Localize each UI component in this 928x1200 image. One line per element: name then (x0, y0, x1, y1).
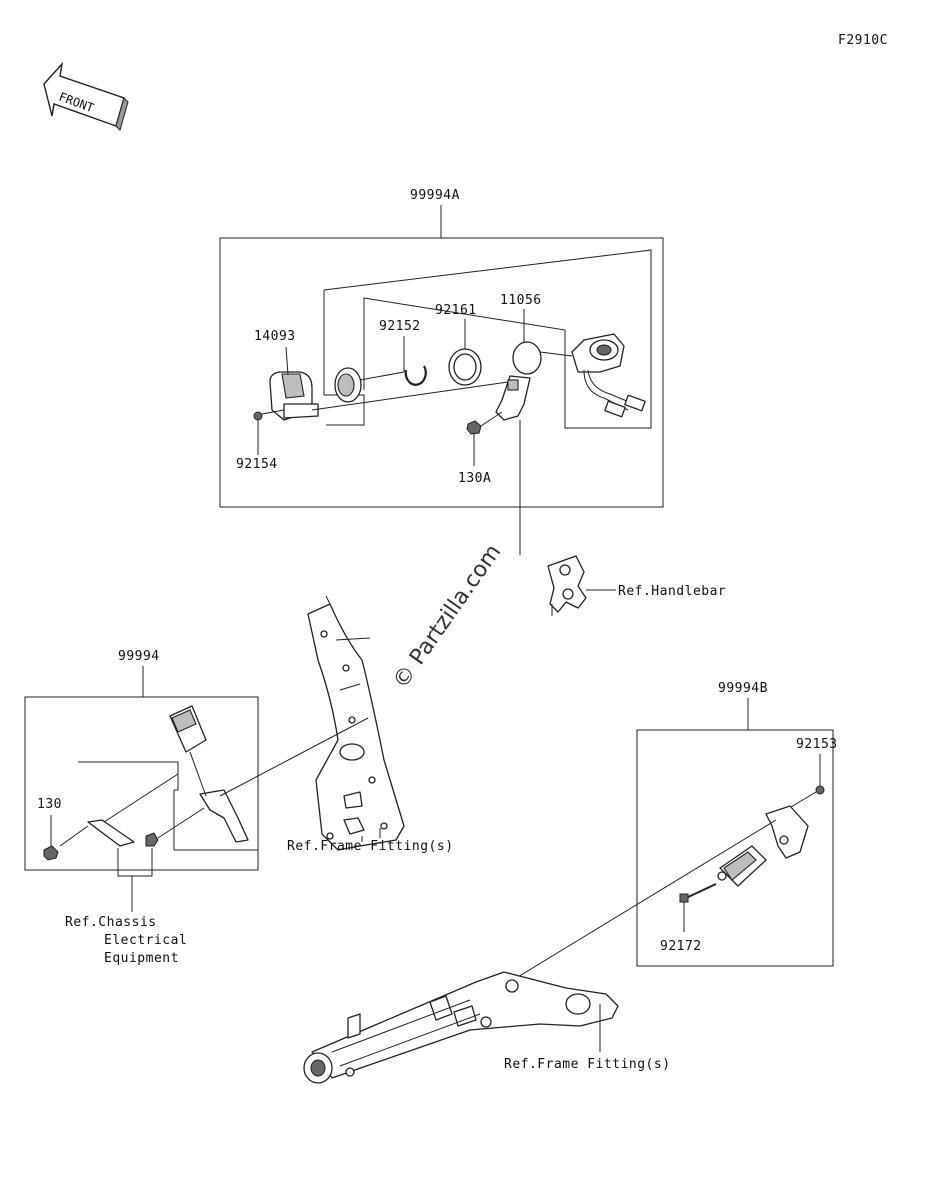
assembly-a-frame (219, 237, 664, 508)
connector-to-plate-leader (219, 717, 369, 797)
ref-chassis-line2: Electrical (104, 933, 187, 948)
socket-bracket-part (495, 341, 542, 421)
assembly-main-frame (24, 696, 259, 871)
screw-92153-part (785, 785, 825, 811)
handlebar-clamp-part (547, 555, 587, 616)
ref-frame-fitting-1-label: Ref.Frame Fitting(s) (287, 839, 454, 854)
ref-chassis-line1: Ref.Chassis (65, 915, 157, 930)
assembly-main-inner-outline (78, 761, 258, 851)
assembly-a-inner-bracket (323, 290, 365, 426)
bolt-130-part (43, 845, 59, 861)
power-socket-part (571, 333, 646, 418)
front-arrow-icon: FRONT (43, 61, 129, 131)
part-92154-label: 92154 (236, 457, 278, 472)
ref-chassis-line3: Equipment (104, 951, 179, 966)
part-14093-label: 14093 (254, 329, 296, 344)
watermark: © Partzilla.com (388, 540, 506, 693)
socket-holder-part (269, 371, 319, 421)
part-130a-label: 130A (458, 471, 491, 486)
assembly-main-code: 99994 (118, 649, 160, 664)
circlip-part (404, 365, 427, 386)
part-92152-label: 92152 (379, 319, 421, 334)
screw-92172-part (679, 883, 717, 903)
ring-sleeve-part (334, 367, 362, 403)
part-11056-label: 11056 (500, 293, 542, 308)
bolt-main-part (145, 807, 205, 847)
ref-frame-fitting-2-label: Ref.Frame Fitting(s) (504, 1057, 671, 1072)
mounting-strip-part (87, 819, 135, 847)
connector-part (169, 705, 249, 843)
part-92161-label: 92161 (435, 303, 477, 318)
switch-to-frame-leader (469, 819, 777, 1007)
part-130-label: 130 (37, 797, 62, 812)
bolt-130a-part (466, 411, 503, 435)
assembly-a-inner-outline (323, 249, 652, 429)
part-92172-label: 92172 (660, 939, 702, 954)
switch-bracket-part (717, 805, 809, 887)
figure-code: F2910C (838, 33, 888, 48)
frame-plate-part (307, 595, 405, 851)
ref-handlebar-label: Ref.Handlebar (618, 584, 726, 599)
part-92153-label: 92153 (796, 737, 838, 752)
assembly-b-frame (636, 729, 834, 967)
assembly-a-code: 99994A (410, 188, 460, 203)
assembly-b-code: 99994B (718, 681, 768, 696)
frame-tube-part (303, 971, 619, 1084)
gasket-ring-part (448, 348, 482, 386)
